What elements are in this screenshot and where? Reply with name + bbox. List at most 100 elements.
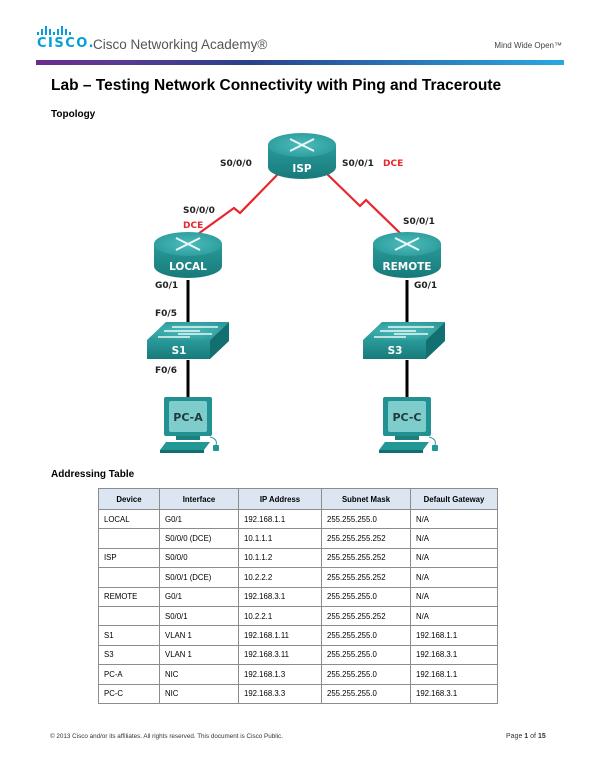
cell-subnet-mask: 255.255.255.252	[321, 605, 411, 627]
topology-diagram: ISP LOCAL REMOTE S1	[147, 133, 445, 453]
cisco-logo-wordmark: CISCO.	[37, 36, 95, 51]
cell-interface: NIC	[159, 664, 239, 685]
cell-default-gateway: 192.168.1.1	[410, 664, 498, 685]
cell-interface: S0/0/1	[159, 605, 239, 627]
serial-link-isp-remote	[324, 171, 404, 237]
addressing-table-heading: Addressing Table	[51, 469, 135, 480]
cell-default-gateway: 192.168.3.1	[410, 683, 498, 704]
cell-subnet-mask: 255.255.255.0	[321, 683, 411, 704]
cell-subnet-mask: 255.255.255.252	[321, 528, 411, 549]
cell-interface: VLAN 1	[159, 625, 239, 646]
pc-a[interactable]: PC-A	[160, 397, 219, 453]
cell-default-gateway: N/A	[410, 528, 498, 549]
cell-default-gateway: N/A	[410, 586, 498, 607]
router-isp-label: ISP	[292, 163, 311, 175]
cell-device	[98, 528, 160, 549]
cell-subnet-mask: 255.255.255.0	[321, 644, 411, 666]
cell-ip-address: 192.168.1.11	[238, 625, 322, 646]
cell-ip-address: 192.168.3.1	[238, 586, 322, 607]
cell-subnet-mask: 255.255.255.0	[321, 508, 411, 530]
pc-a-label: PC-A	[173, 411, 203, 424]
serial-link-local-isp	[197, 171, 281, 235]
column-header-device: Device	[98, 488, 160, 510]
cell-interface: S0/0/0	[159, 547, 239, 569]
label-remote-g01: G0/1	[414, 281, 437, 291]
page-of: of	[528, 733, 538, 740]
label-local-g01: G0/1	[155, 281, 178, 291]
cell-interface: G0/1	[159, 586, 239, 607]
cell-default-gateway: N/A	[410, 605, 498, 627]
cell-interface: S0/0/0 (DCE)	[159, 528, 239, 549]
cell-interface: G0/1	[159, 508, 239, 530]
cell-device: PC-C	[98, 683, 160, 704]
tagline: Mind Wide Open™	[494, 41, 562, 50]
cell-default-gateway: N/A	[410, 508, 498, 530]
cell-subnet-mask: 255.255.255.252	[321, 567, 411, 588]
cell-ip-address: 10.2.2.2	[238, 567, 322, 588]
cell-default-gateway: N/A	[410, 567, 498, 588]
router-local[interactable]: LOCAL	[154, 232, 222, 278]
cell-device: LOCAL	[98, 508, 160, 530]
cell-device	[98, 567, 160, 588]
copyright-notice: © 2013 Cisco and/or its affiliates. All …	[50, 733, 283, 740]
cell-default-gateway: N/A	[410, 547, 498, 569]
cell-interface: NIC	[159, 683, 239, 704]
column-header-interface: Interface	[159, 488, 239, 510]
router-isp[interactable]: ISP	[268, 133, 336, 179]
router-arrows-icon	[394, 237, 420, 251]
cell-ip-address: 10.1.1.1	[238, 528, 322, 549]
label-isp-dce: DCE	[383, 159, 403, 169]
cell-default-gateway: 192.168.3.1	[410, 644, 498, 666]
switch-s3[interactable]: S3	[363, 322, 445, 359]
switch-arrows-icon	[158, 326, 218, 338]
cell-subnet-mask: 255.255.255.0	[321, 625, 411, 646]
addressing-table: Device Interface IP Address Subnet Mask …	[98, 488, 498, 704]
cell-device: S3	[98, 644, 160, 666]
cell-device: S1	[98, 625, 160, 646]
pc-c[interactable]: PC-C	[379, 397, 438, 453]
label-local-s000: S0/0/0	[183, 206, 215, 216]
cell-ip-address: 192.168.3.3	[238, 683, 322, 704]
router-remote[interactable]: REMOTE	[373, 232, 441, 278]
cell-default-gateway: 192.168.1.1	[410, 625, 498, 646]
cell-device	[98, 605, 160, 627]
switch-s1[interactable]: S1	[147, 322, 229, 359]
cell-subnet-mask: 255.255.255.0	[321, 664, 411, 685]
switch-s3-label: S3	[388, 345, 403, 357]
cisco-logo-bars-icon	[37, 26, 71, 35]
cell-ip-address: 192.168.1.3	[238, 664, 322, 685]
page-title: Lab – Testing Network Connectivity with …	[51, 77, 502, 94]
label-s1-f05: F0/5	[155, 309, 177, 319]
label-s1-f06: F0/6	[155, 366, 177, 376]
router-remote-label: REMOTE	[383, 261, 432, 273]
cell-ip-address: 192.168.1.1	[238, 508, 322, 530]
cell-interface: S0/0/1 (DCE)	[159, 567, 239, 588]
topology-heading: Topology	[51, 109, 96, 120]
cell-ip-address: 10.1.1.2	[238, 547, 322, 569]
column-header-ip-address: IP Address	[238, 488, 322, 510]
router-arrows-icon	[289, 138, 315, 152]
router-arrows-icon	[175, 237, 201, 251]
switch-arrows-icon	[374, 326, 434, 338]
cell-interface: VLAN 1	[159, 644, 239, 666]
page-prefix: Page	[506, 733, 525, 740]
cell-device: ISP	[98, 547, 160, 569]
switch-s1-label: S1	[172, 345, 187, 357]
cell-ip-address: 192.168.3.11	[238, 644, 322, 666]
header-gradient-divider	[36, 60, 564, 65]
column-header-default-gateway: Default Gateway	[410, 488, 498, 510]
cell-subnet-mask: 255.255.255.0	[321, 586, 411, 607]
page-current: 1	[524, 733, 529, 740]
cell-device: PC-A	[98, 664, 160, 685]
cell-ip-address: 10.2.2.1	[238, 605, 322, 627]
